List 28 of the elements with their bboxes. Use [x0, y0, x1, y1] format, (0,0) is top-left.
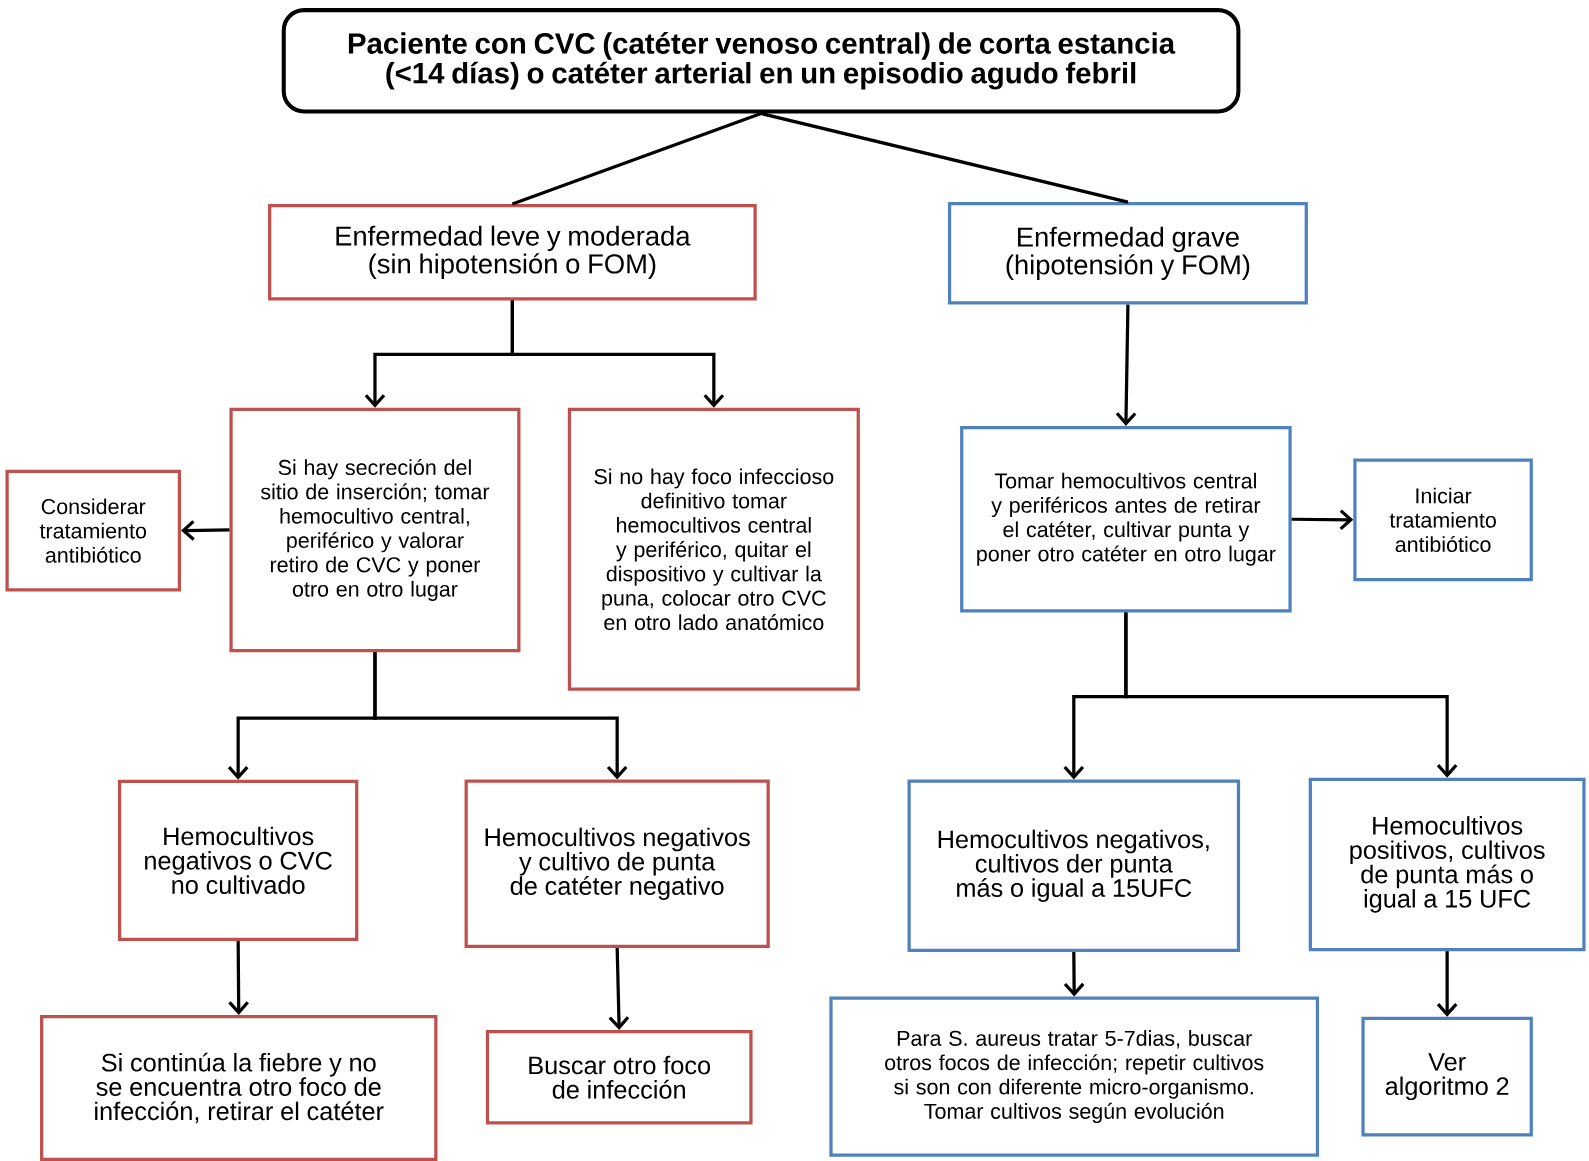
- process-box: Ver algoritmo 2: [1361, 1016, 1533, 1137]
- arrow: [1291, 509, 1354, 530]
- process-box: Hemocultivos positivos, cultivos de punta más o igual a 15 UFC: [1308, 777, 1586, 951]
- arrow: [1124, 612, 1458, 778]
- process-box: Enfermedad leve y moderada (sin hipotensión o FOM): [268, 203, 757, 301]
- process-box: Para S. aureus tratar 5-7dias, buscar otros focos de infección; repetir cultivos si son con diferente micro-organismo. Tomar cultivos según evolución: [829, 996, 1320, 1157]
- process-box: Iniciar tratamiento antibiótico: [1353, 458, 1533, 582]
- process-box: Considerar tratamiento antibiótico: [5, 469, 181, 592]
- process-box: Hemocultivos negativos, cultivos der punta más o igual a 15UFC: [907, 779, 1241, 952]
- process-box: Si continúa la fiebre y no se encuentra otro foco de infección, retirar el catéter: [40, 1014, 438, 1161]
- process-box: Tomar hemocultivos central y periféricos antes de retirar el catéter, cultivar punta y poner otro catéter en otro lugar: [960, 425, 1292, 613]
- process-box: Hemocultivos negativos y cultivo de punta de catéter negativo: [464, 779, 770, 948]
- process-box: Si no hay foco infeccioso definitivo tomar hemocultivos central y periférico, quitar el dispositivo y cultivar la puna, colocar otro CVC en otro lado anatómico: [567, 407, 860, 691]
- arrow: [608, 947, 630, 1030]
- process-box: Enfermedad grave (hipotensión y FOM): [947, 201, 1308, 305]
- connector-line: [760, 111, 1129, 204]
- process-box: Buscar otro foco de infección: [485, 1029, 753, 1125]
- arrow: [1436, 951, 1458, 1017]
- process-box: Si hay secreción del sitio de inserción; tomar hemocultivo central, periférico y valorar retiro de CVC y poner otro en otro lugar: [229, 407, 521, 653]
- arrow: [1063, 951, 1085, 997]
- arrow: [510, 300, 725, 408]
- arrow: [181, 519, 230, 541]
- arrow: [228, 940, 249, 1015]
- arrow: [1115, 304, 1137, 426]
- process-box: Hemocultivos negativos o CVC no cultivado: [117, 779, 359, 941]
- title-box: Paciente con CVC (catéter venoso central) de corta estancia (<14 días) o catéter arterial en un episodio agudo febril: [281, 7, 1241, 114]
- connector-line: [511, 111, 762, 206]
- arrow: [373, 652, 628, 780]
